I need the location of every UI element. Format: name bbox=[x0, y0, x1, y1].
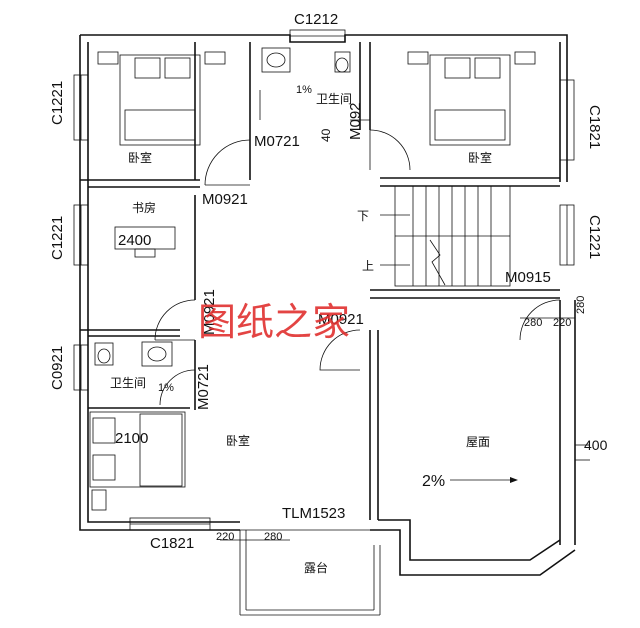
slope-roof: 2% bbox=[422, 473, 445, 490]
window-c1821-right-label: C1821 bbox=[586, 105, 603, 149]
window-c0921-label: C0921 bbox=[49, 346, 66, 390]
bath-fixtures-bottom bbox=[94, 341, 173, 367]
bath-fixtures-top bbox=[261, 47, 351, 73]
dim-2400: 2400 bbox=[118, 232, 151, 249]
door-tlm1523-label: TLM1523 bbox=[282, 505, 345, 522]
room-bedroom-bottom: 卧室 bbox=[226, 433, 250, 448]
dim-280-right: 280 bbox=[575, 296, 587, 314]
stairs-down-label: 下 bbox=[357, 209, 369, 223]
dim-2100: 2100 bbox=[115, 430, 148, 447]
dim-400: 400 bbox=[584, 437, 608, 453]
terrace-railing bbox=[239, 529, 381, 616]
door-m0921-study-label: M0921 bbox=[202, 191, 248, 208]
bed-top-left bbox=[97, 51, 226, 146]
window-c1221-right-label: C1221 bbox=[586, 215, 603, 259]
room-bathroom-bottom: 卫生间 bbox=[110, 376, 146, 390]
watermark: 图纸之家 bbox=[198, 300, 350, 344]
slope-bath-top: 1% bbox=[296, 84, 312, 96]
door-m092-label: M092 bbox=[347, 102, 364, 140]
window-c1221-mid-label: C1221 bbox=[49, 216, 66, 260]
dim-280-left: 280 bbox=[524, 317, 542, 329]
door-m0721-bottom-label: M0721 bbox=[195, 364, 212, 410]
dim-40: 40 bbox=[319, 128, 333, 142]
door-swings bbox=[154, 90, 561, 406]
stairs-up-label: 上 bbox=[362, 259, 374, 273]
room-terrace: 露台 bbox=[304, 560, 328, 575]
door-m0921-vertical-label: M0921 bbox=[201, 289, 218, 335]
door-m0915-label: M0915 bbox=[505, 269, 551, 286]
staircase bbox=[380, 185, 511, 287]
room-bedroom-top-right: 卧室 bbox=[468, 150, 492, 165]
room-roof: 屋面 bbox=[466, 435, 490, 449]
dimension-lines bbox=[220, 119, 590, 541]
study-chair bbox=[134, 248, 156, 258]
bed-bottom bbox=[89, 411, 186, 511]
door-m0921-center-label: M0921 bbox=[318, 311, 364, 328]
dim-280-bottom: 280 bbox=[264, 531, 282, 543]
window-c1212-label: C1212 bbox=[294, 11, 338, 28]
room-bathroom-top: 卫生间 bbox=[316, 92, 352, 106]
slope-arrowhead bbox=[510, 477, 518, 483]
bed-top-right bbox=[407, 51, 536, 146]
door-m0721-top-label: M0721 bbox=[254, 133, 300, 150]
window-c1221-top-label: C1221 bbox=[49, 81, 66, 125]
room-study: 书房 bbox=[132, 200, 156, 215]
dim-220: 220 bbox=[553, 317, 571, 329]
slope-bath-bottom: 1% bbox=[158, 382, 174, 394]
windows bbox=[73, 29, 575, 531]
room-bedroom-top-left: 卧室 bbox=[128, 150, 152, 165]
dim-220-bottom: 220 bbox=[216, 531, 234, 543]
window-c1821-bottom-label: C1821 bbox=[150, 535, 194, 552]
